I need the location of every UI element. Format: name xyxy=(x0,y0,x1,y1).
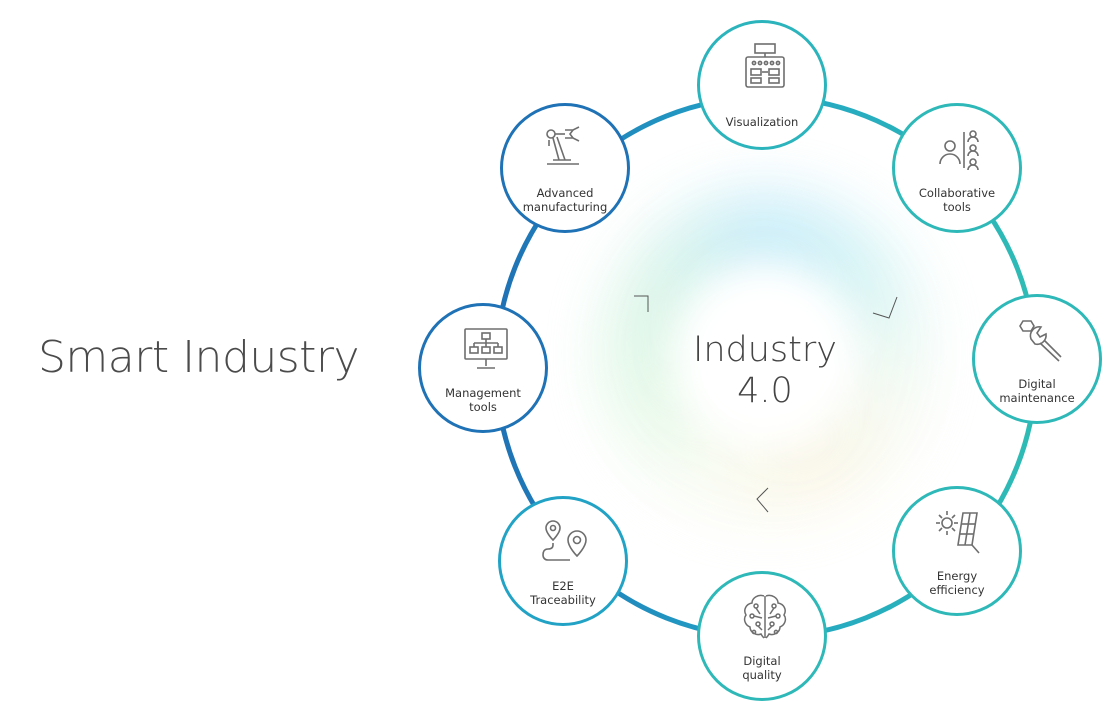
center-title: Industry 4.0 xyxy=(665,330,865,412)
node-label: Energy efficiency xyxy=(903,569,1011,597)
node-label-line: tools xyxy=(469,400,497,414)
page-title: Smart Industry xyxy=(38,332,360,383)
node-label: Visualization xyxy=(708,115,816,129)
node-label-line: Visualization xyxy=(725,115,799,129)
node-label-line: maintenance xyxy=(999,391,1075,405)
wrench-gear-icon xyxy=(1019,320,1062,362)
corner-marker-top-left xyxy=(634,295,649,312)
node-label: E2E Traceability xyxy=(509,579,617,607)
node-label: Collaborative tools xyxy=(903,186,1011,214)
dashboard-panel-icon xyxy=(745,43,785,88)
node-label-line: Advanced xyxy=(536,186,594,200)
node-digital-quality[interactable]: Digital quality xyxy=(697,571,827,701)
node-label-line: Digital xyxy=(743,654,781,668)
node-management-tools[interactable]: Management tools xyxy=(418,303,548,433)
node-energy-efficiency[interactable]: Energy efficiency xyxy=(892,486,1022,616)
corner-marker-bottom xyxy=(756,487,769,513)
node-digital-maintenance[interactable]: Digital maintenance xyxy=(972,294,1102,424)
center-title-line1: Industry xyxy=(693,330,837,370)
node-label-line: Collaborative xyxy=(918,186,996,200)
node-label-line: Management xyxy=(445,386,521,400)
node-label: Management tools xyxy=(429,386,537,414)
node-label-line: tools xyxy=(943,200,971,214)
org-chart-monitor-icon xyxy=(464,328,508,369)
center-title-line2: 4.0 xyxy=(737,371,793,411)
node-collaborative-tools[interactable]: Collaborative tools xyxy=(892,103,1022,233)
node-label: Advanced manufacturing xyxy=(511,186,619,214)
map-pin-route-icon xyxy=(542,520,587,561)
node-label-line: Energy xyxy=(936,569,978,583)
node-label: Digital quality xyxy=(708,654,816,682)
node-e2e-traceability[interactable]: E2E Traceability xyxy=(498,496,628,626)
node-label-line: E2E xyxy=(552,579,574,593)
robot-arm-icon xyxy=(546,126,580,165)
node-label-line: manufacturing xyxy=(522,200,608,214)
node-label-line: efficiency xyxy=(929,583,985,597)
node-visualization[interactable]: Visualization xyxy=(697,20,827,150)
node-label-line: Digital xyxy=(1018,377,1056,391)
node-label: Digital maintenance xyxy=(983,377,1091,405)
circuit-brain-icon xyxy=(743,594,787,639)
center-glow-core xyxy=(672,262,858,448)
node-label-line: quality xyxy=(742,668,782,682)
corner-marker-top-right xyxy=(872,296,898,319)
node-advanced-manufacturing[interactable]: Advanced manufacturing xyxy=(500,103,630,233)
sun-solar-panel-icon xyxy=(936,511,980,554)
team-people-icon xyxy=(939,130,979,171)
node-label-line: Traceability xyxy=(530,593,596,607)
